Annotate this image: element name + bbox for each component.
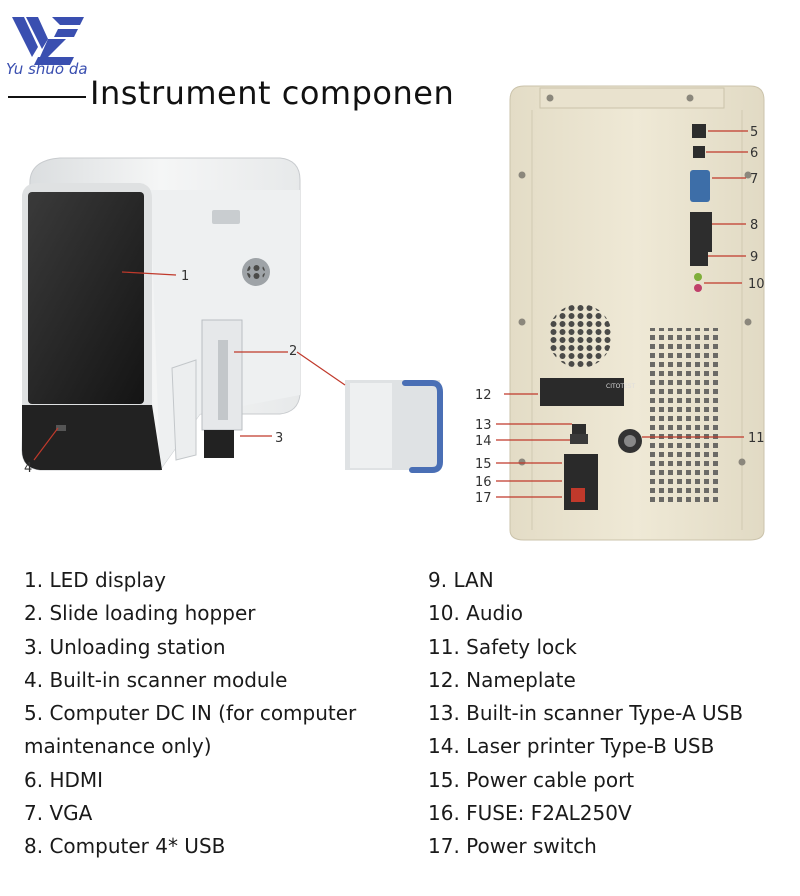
- front-callouts: [33, 271, 346, 461]
- callout-13: 13: [475, 418, 492, 433]
- callout-4: 4: [24, 461, 32, 476]
- callout-7: 7: [750, 172, 758, 187]
- legend-item: 13. Built-in scanner Type-A USB: [428, 701, 744, 726]
- legend-item: 14. Laser printer Type-B USB: [428, 734, 715, 759]
- legend-item: 11. Safety lock: [428, 634, 577, 659]
- callout-17: 17: [475, 491, 492, 506]
- legend-item: 10. Audio: [428, 601, 524, 626]
- legend-item: 6. HDMI: [24, 767, 104, 792]
- callout-12: 12: [475, 388, 492, 403]
- legend-item: maintenance only): [24, 734, 212, 759]
- legend-item: 4. Built-in scanner module: [24, 667, 288, 692]
- rear-callouts: [496, 130, 748, 498]
- callout-5: 5: [750, 125, 758, 140]
- callout-9: 9: [750, 250, 758, 265]
- legend-item: 3. Unloading station: [24, 634, 226, 659]
- legend-item: 15. Power cable port: [428, 767, 635, 792]
- legend-item: 17. Power switch: [428, 834, 597, 859]
- legend-item: 9. LAN: [428, 568, 494, 592]
- rear-view: CITOTEST: [509, 85, 765, 541]
- legend-list-left: 1. LED display 2. Slide loading hopper 3…: [24, 564, 414, 864]
- callout-11: 11: [748, 431, 765, 446]
- callout-2: 2: [289, 344, 297, 359]
- callout-1: 1: [181, 269, 189, 284]
- hopper-detail: [345, 380, 443, 473]
- brand-name: Yu shuo da: [6, 60, 88, 78]
- title-rule: [8, 96, 86, 98]
- front-view: [21, 157, 301, 471]
- legend-list-right: 9. LAN 10. Audio 11. Safety lock 12. Nam…: [428, 564, 800, 864]
- callout-6: 6: [750, 146, 758, 161]
- legend-item: 7. VGA: [24, 801, 93, 826]
- nameplate-text: CITOTEST: [606, 383, 636, 390]
- legend-item: 8. Computer 4* USB: [24, 834, 226, 859]
- callout-16: 16: [475, 475, 492, 490]
- legend-item: 12. Nameplate: [428, 667, 576, 692]
- callout-15: 15: [475, 457, 492, 472]
- legend-item: 2. Slide loading hopper: [24, 601, 256, 626]
- instrument-figure: 1 2 3 4 CITOTEST: [21, 85, 765, 541]
- legend-item: 1. LED display: [24, 568, 166, 592]
- ys-monogram-logo-icon: [12, 17, 84, 65]
- legend-item: 5. Computer DC IN (for computer: [24, 701, 357, 726]
- callout-8: 8: [750, 218, 758, 233]
- page-title: Instrument componen: [90, 74, 455, 112]
- callout-10: 10: [748, 277, 765, 292]
- callout-14: 14: [475, 434, 492, 449]
- callout-3: 3: [275, 431, 283, 446]
- legend-item: 16. FUSE: F2AL250V: [428, 801, 632, 826]
